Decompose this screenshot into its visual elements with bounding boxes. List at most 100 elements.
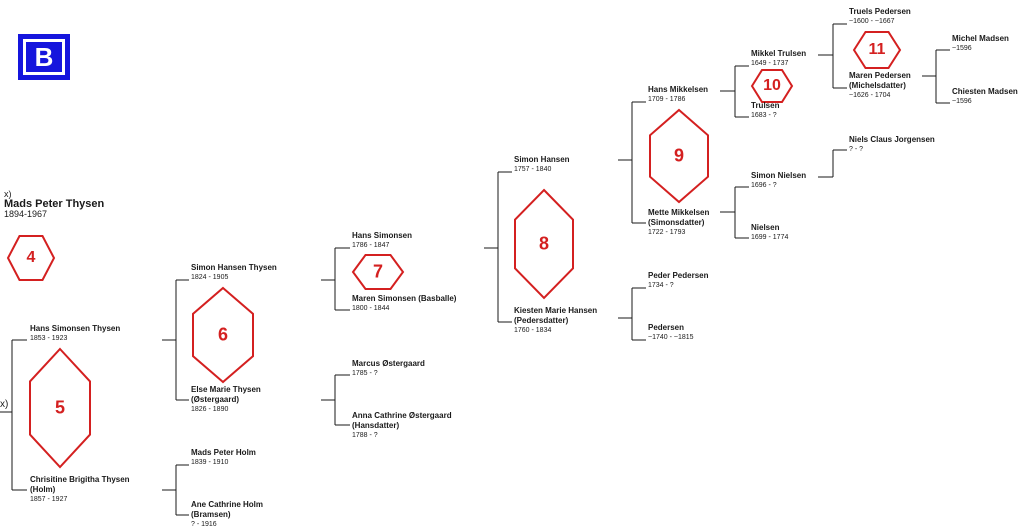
person-name: Mads Peter Thysen [4, 198, 105, 210]
hex-label-8: 8 [538, 233, 550, 254]
branch-letter: B [26, 42, 62, 72]
person-dates: ~1600 - ~1667 [849, 18, 895, 25]
person-michel-madsen[interactable]: Michel Madsen ~1596 [952, 34, 1009, 53]
person-nielsen[interactable]: Nielsen 1699 - 1774 [751, 223, 788, 242]
person-name: Ane Cathrine Holm [191, 500, 264, 509]
person-name: Maren Simonsen (Basballe) [352, 294, 457, 303]
hex-label-9: 9 [673, 145, 685, 166]
person-name: Marcus Østergaard [352, 359, 425, 368]
person-name: Trulsen [751, 101, 780, 110]
person-truels-pedersen[interactable]: Truels Pedersen ~1600 - ~1667 [849, 7, 911, 26]
person-name: Niels Claus Jorgensen [849, 135, 935, 144]
person-mads-peter-holm[interactable]: Mads Peter Holm 1839 - 1910 [191, 448, 256, 467]
person-name: Truels Pedersen [849, 7, 911, 16]
person-dates: 1785 - ? [352, 370, 378, 377]
person-ane-cathrine-holm[interactable]: Ane Cathrine Holm (Bramsen) ? - 1916 [191, 500, 263, 529]
person-name: Pedersen [648, 323, 685, 332]
person-name: Simon Hansen Thysen [191, 263, 277, 272]
person-dates: ~1596 [952, 45, 972, 52]
person-dates: 1709 - 1786 [648, 96, 686, 103]
person-niels-claus-jorgensen[interactable]: Niels Claus Jorgensen ? - ? [849, 135, 935, 154]
person-name: Hans Mikkelsen [648, 85, 709, 94]
root-person[interactable]: x) Mads Peter Thysen 1894-1967 [4, 189, 104, 220]
person-chiesten-madsen[interactable]: Chiesten Madsen ~1596 [952, 87, 1018, 106]
person-kiesten-marie-hansen[interactable]: Kiesten Marie Hansen (Pedersdatter) 1760… [514, 306, 597, 335]
person-hans-simonsen-thysen[interactable]: Hans Simonsen Thysen 1853 - 1923 [30, 324, 120, 343]
person-dates: 1800 - 1844 [352, 305, 390, 312]
person-name: Peder Pedersen [648, 271, 709, 280]
person-name: Else Marie Thysen [191, 385, 261, 394]
person-maren-pedersen[interactable]: Maren Pedersen (Michelsdatter) ~1626 - 1… [849, 71, 911, 100]
root-marker: x) [4, 189, 12, 199]
person-else-marie-thysen[interactable]: Else Marie Thysen (Østergaard) 1826 - 18… [191, 385, 261, 414]
hex-label-7: 7 [372, 261, 384, 282]
person-name-secondary: (Pedersdatter) [514, 316, 569, 325]
person-hans-simonsen[interactable]: Hans Simonsen 1786 - 1847 [352, 231, 412, 250]
person-name: Anna Cathrine Østergaard [352, 411, 452, 420]
person-name-secondary: (Hansdatter) [352, 421, 400, 430]
person-anna-cathrine-ostergaard[interactable]: Anna Cathrine Østergaard (Hansdatter) 17… [352, 411, 452, 440]
person-name: Mette Mikkelsen [648, 208, 710, 217]
left-marker: x) [0, 399, 9, 410]
person-simon-hansen-thysen[interactable]: Simon Hansen Thysen 1824 - 1905 [191, 263, 277, 282]
person-simon-nielsen[interactable]: Simon Nielsen 1696 - ? [751, 171, 806, 190]
person-name-secondary: (Michelsdatter) [849, 81, 906, 90]
person-name-secondary: (Østergaard) [191, 395, 240, 404]
person-name: Mikkel Trulsen [751, 49, 807, 58]
person-simon-hansen[interactable]: Simon Hansen 1757 - 1840 [514, 155, 570, 174]
branch-badge: B [18, 34, 70, 80]
generation-hexagon-6 [192, 286, 254, 384]
person-dates: 1857 - 1927 [30, 496, 68, 503]
person-hans-mikkelsen[interactable]: Hans Mikkelsen 1709 - 1786 [648, 85, 708, 104]
person-dates: 1839 - 1910 [191, 459, 229, 466]
person-mette-mikkelsen[interactable]: Mette Mikkelsen (Simonsdatter) 1722 - 17… [648, 208, 709, 237]
hex-label-4: 4 [26, 249, 36, 266]
person-maren-simonsen[interactable]: Maren Simonsen (Basballe) 1800 - 1844 [352, 294, 456, 313]
person-dates: 1894-1967 [4, 209, 48, 219]
person-dates: 1734 - ? [648, 282, 674, 289]
person-name: Chiesten Madsen [952, 87, 1018, 96]
person-dates: 1722 - 1793 [648, 229, 686, 236]
person-pedersen[interactable]: Pedersen ~1740 - ~1815 [648, 323, 694, 342]
hex-label-5: 5 [54, 397, 66, 418]
person-name: Nielsen [751, 223, 780, 232]
person-dates: 1824 - 1905 [191, 274, 229, 281]
generation-hexagon-9 [649, 108, 709, 204]
person-name-secondary: (Holm) [30, 485, 56, 494]
person-trulsen[interactable]: Trulsen 1683 - ? [751, 101, 779, 120]
person-dates: 1696 - ? [751, 182, 777, 189]
person-name: Hans Simonsen [352, 231, 413, 240]
person-marcus-ostergaard[interactable]: Marcus Østergaard 1785 - ? [352, 359, 425, 378]
generation-hexagon-7 [351, 254, 405, 290]
generation-hexagon-5 [29, 347, 91, 469]
hex-label-11: 11 [868, 41, 886, 58]
person-dates: ? - ? [849, 146, 864, 153]
person-name: Michel Madsen [952, 34, 1009, 43]
person-name-secondary: (Simonsdatter) [648, 218, 705, 227]
person-mikkel-trulsen[interactable]: Mikkel Trulsen 1649 - 1737 [751, 49, 806, 68]
person-dates: 1683 - ? [751, 112, 777, 119]
person-name: Simon Hansen [514, 155, 570, 164]
person-dates: 1699 - 1774 [751, 234, 789, 241]
person-dates: ~1596 [952, 98, 972, 105]
person-dates: ? - 1916 [191, 521, 217, 528]
person-dates: 1786 - 1847 [352, 242, 390, 249]
person-name: Mads Peter Holm [191, 448, 256, 457]
generation-hexagon-11 [852, 31, 902, 69]
person-chrisitine-brigitha-thysen[interactable]: Chrisitine Brigitha Thysen (Holm) 1857 -… [30, 475, 130, 504]
person-dates: ~1626 - 1704 [849, 92, 891, 99]
person-name: Maren Pedersen [849, 71, 911, 80]
person-name-secondary: (Bramsen) [191, 510, 231, 519]
person-peder-pedersen[interactable]: Peder Pedersen 1734 - ? [648, 271, 708, 290]
person-name: Chrisitine Brigitha Thysen [30, 475, 130, 484]
person-dates: 1853 - 1923 [30, 335, 68, 342]
generation-hexagon-10 [750, 69, 794, 103]
person-name: Simon Nielsen [751, 171, 807, 180]
generation-hexagon-8 [514, 188, 574, 300]
person-dates: 1788 - ? [352, 432, 378, 439]
hex-label-10: 10 [763, 77, 781, 94]
person-name: Hans Simonsen Thysen [30, 324, 121, 333]
person-dates: 1826 - 1890 [191, 406, 229, 413]
person-dates: ~1740 - ~1815 [648, 334, 694, 341]
